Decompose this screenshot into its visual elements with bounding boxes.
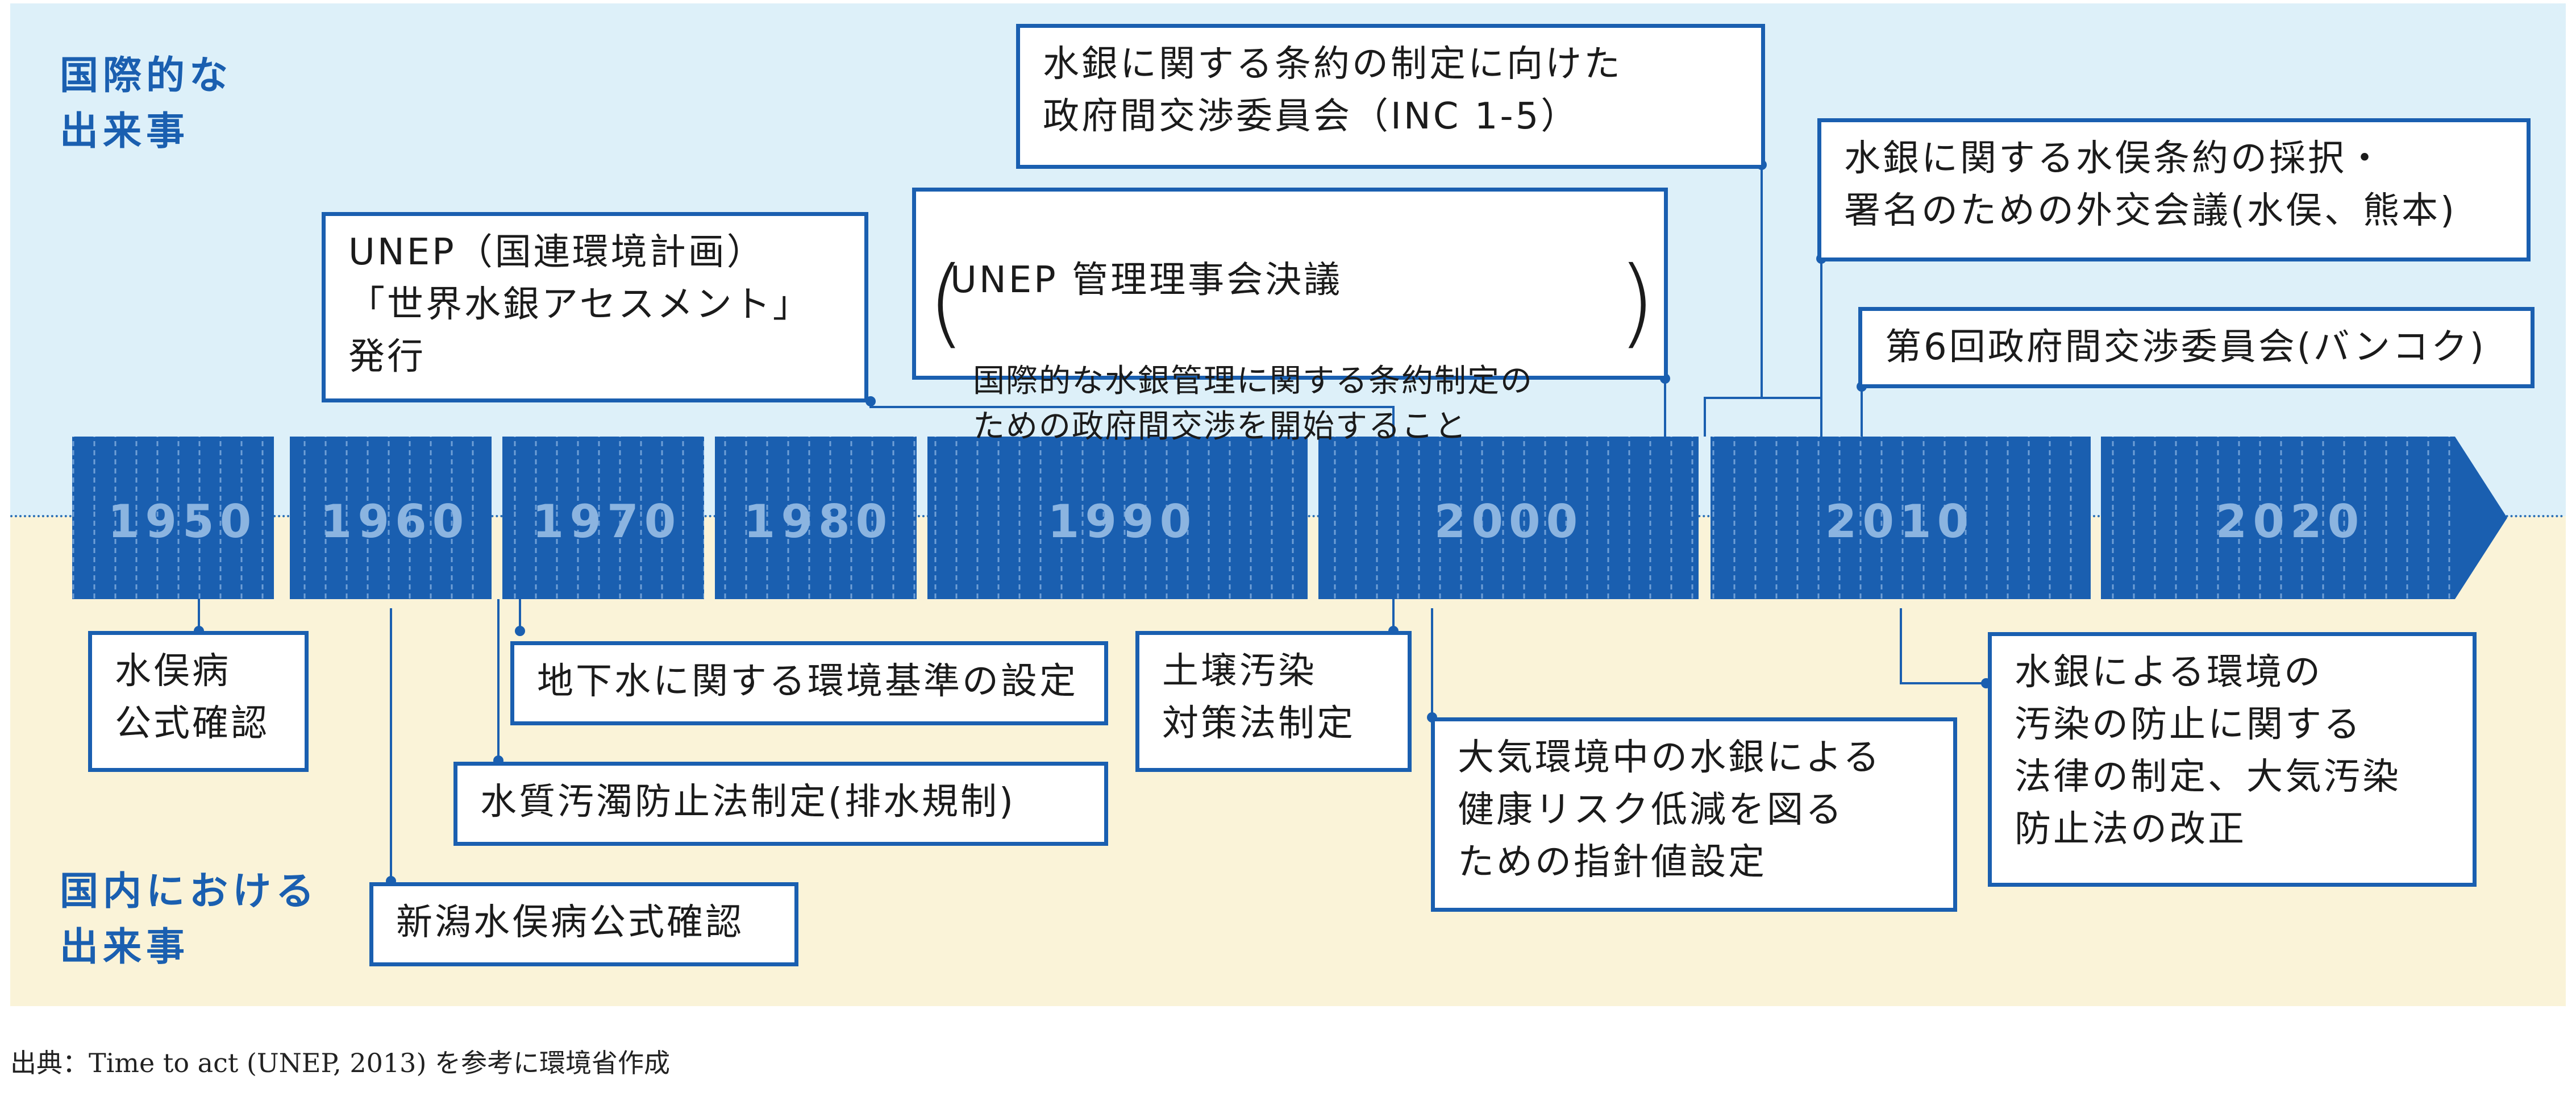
international-events-label: 国際的な 出来事 (60, 53, 233, 154)
decade-label-1970: 1970 (532, 495, 682, 548)
event-unep-council-decision: UNEP 管理理事会決議 国際的な水銀管理に関する条約制定の ための政府間交渉を… (912, 188, 1668, 445)
domestic-events-label: 国内における 出来事 (60, 869, 319, 970)
event-groundwater-standards: 地下水に関する環境基準の設定 (510, 641, 1108, 725)
event-unep-council-decision-detail: 国際的な水銀管理に関する条約制定の ための政府間交渉を開始すること (973, 363, 1533, 445)
decade-label-1990: 1990 (1047, 495, 1197, 548)
decade-label-1960: 1960 (320, 495, 470, 548)
close-paren-icon: ) (1618, 246, 1658, 359)
decade-label-2000: 2000 (1434, 495, 1584, 548)
source-note: 出典：Time to act (UNEP, 2013) を参考に環境省作成 (10, 1048, 671, 1078)
event-mercury-pollution-law: 水銀による環境の 汚染の防止に関する 法律の制定、大気汚染 防止法の改正 (1988, 632, 2477, 887)
event-inc-committee: 水銀に関する条約の制定に向けた 政府間交渉委員会（INC 1-5） (1016, 24, 1765, 169)
decade-label-1950: 1950 (107, 495, 257, 548)
event-minamata-disease-confirmation: 水俣病 公式確認 (88, 631, 309, 772)
event-water-pollution-act: 水質汚濁防止法制定(排水規制) (453, 762, 1108, 846)
event-niigata-minamata-confirmation: 新潟水俣病公式確認 (369, 882, 798, 966)
decade-label-2020: 2020 (2215, 495, 2365, 548)
event-inc6-bangkok: 第6回政府間交渉委員会(バンコク) (1858, 307, 2535, 388)
decade-label-2010: 2010 (1825, 495, 1975, 548)
open-paren-icon: ( (927, 246, 968, 359)
decade-label-1980: 1980 (743, 495, 893, 548)
event-minamata-conference: 水銀に関する水俣条約の採択・ 署名のための外交会議(水俣、熊本) (1817, 118, 2531, 261)
event-soil-contamination-act: 土壌汚染 対策法制定 (1135, 631, 1412, 772)
event-unep-council-decision-title: UNEP 管理理事会決議 (950, 259, 1343, 301)
event-air-mercury-guideline: 大気環境中の水銀による 健康リスク低減を図る ための指針値設定 (1431, 717, 1957, 912)
event-unep-mercury-assessment: UNEP（国連環境計画） 「世界水銀アセスメント」 発行 (322, 212, 868, 402)
